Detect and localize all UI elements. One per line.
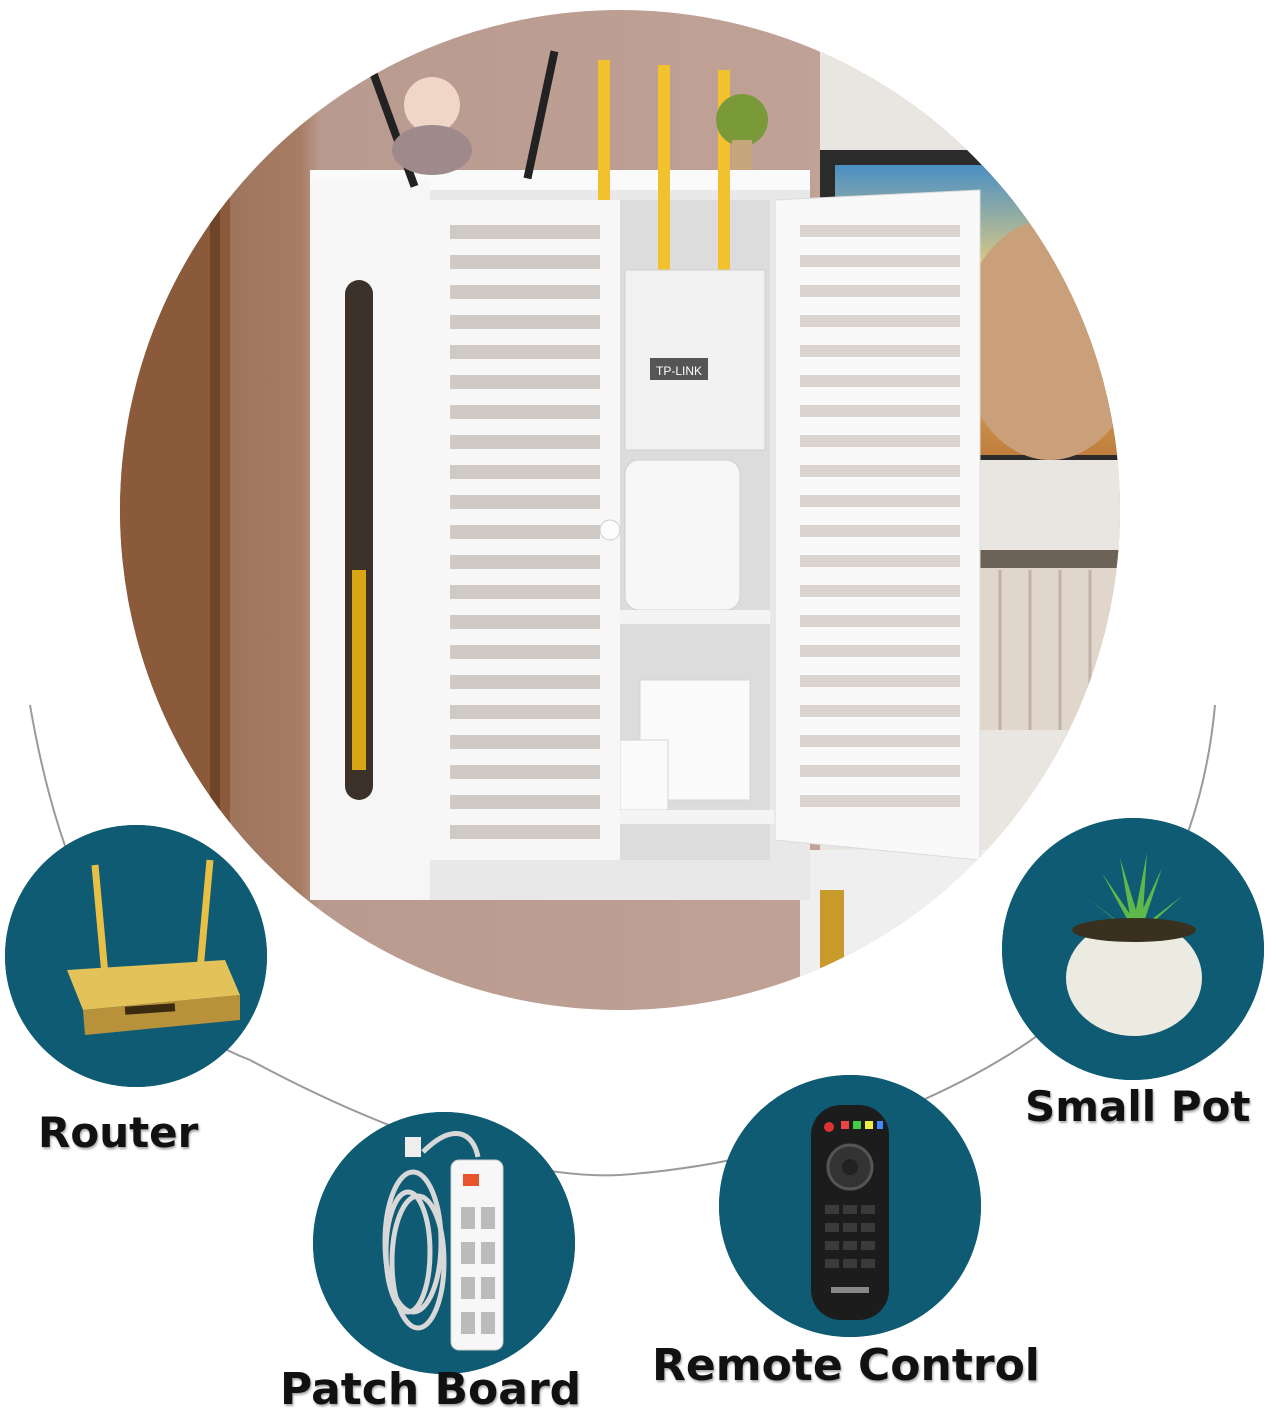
router-label: Router [38, 1108, 199, 1157]
remote-control-icon [719, 1075, 981, 1337]
router-brand-text: TP-LINK [656, 364, 702, 378]
cabinet-photo: TP-LINK [120, 10, 1120, 1010]
small-pot-label: Small Pot [1025, 1082, 1251, 1131]
plant-pot-icon [1002, 818, 1264, 1080]
router-badge [5, 825, 267, 1087]
remote-control-label: Remote Control [652, 1340, 1040, 1391]
power-strip-icon [313, 1112, 575, 1374]
router-icon [5, 825, 267, 1087]
patch-board-badge [313, 1112, 575, 1374]
small-pot-badge [1002, 818, 1264, 1080]
remote-control-badge [719, 1075, 981, 1337]
patch-board-label: Patch Board [280, 1364, 582, 1415]
